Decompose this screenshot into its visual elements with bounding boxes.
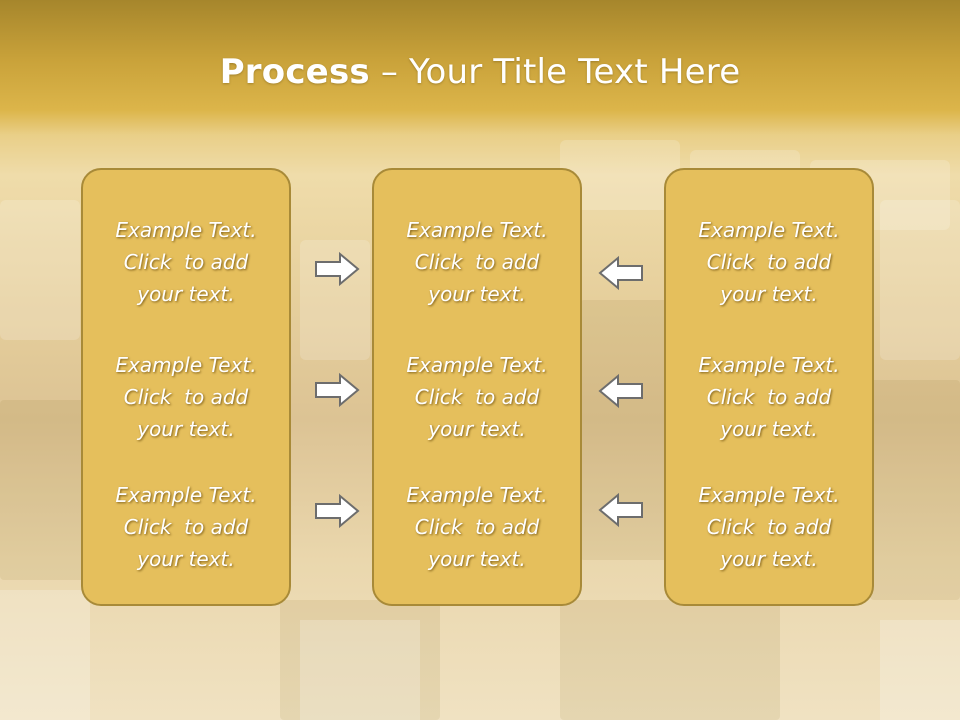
middle-column-box[interactable]: Example Text. Click to add your text. Ex… <box>372 168 582 606</box>
text-placeholder[interactable]: Example Text. Click to add your text. <box>83 214 289 310</box>
placeholder-line: your text. <box>720 547 818 571</box>
placeholder-line: Example Text. <box>406 353 548 377</box>
placeholder-line: your text. <box>137 417 235 441</box>
slide-title[interactable]: Process – Your Title Text Here <box>0 52 960 92</box>
placeholder-line: your text. <box>428 282 526 306</box>
placeholder-line: your text. <box>137 547 235 571</box>
placeholder-line: your text. <box>720 417 818 441</box>
placeholder-line: Example Text. <box>115 218 257 242</box>
placeholder-line: your text. <box>720 282 818 306</box>
placeholder-line: Example Text. <box>115 353 257 377</box>
text-placeholder[interactable]: Example Text. Click to add your text. <box>666 214 872 310</box>
placeholder-line: Click to add <box>414 250 540 274</box>
placeholder-line: Click to add <box>123 385 249 409</box>
placeholder-line: Click to add <box>123 250 249 274</box>
placeholder-line: Click to add <box>414 515 540 539</box>
left-arrow-icon[interactable] <box>598 255 644 291</box>
placeholder-line: Click to add <box>706 385 832 409</box>
left-arrow-icon[interactable] <box>598 373 644 409</box>
placeholder-line: Click to add <box>123 515 249 539</box>
text-placeholder[interactable]: Example Text. Click to add your text. <box>374 349 580 445</box>
placeholder-line: Example Text. <box>698 353 840 377</box>
text-placeholder[interactable]: Example Text. Click to add your text. <box>374 479 580 575</box>
left-column-box[interactable]: Example Text. Click to add your text. Ex… <box>81 168 291 606</box>
placeholder-line: your text. <box>137 282 235 306</box>
text-placeholder[interactable]: Example Text. Click to add your text. <box>666 479 872 575</box>
right-arrow-icon[interactable] <box>314 372 360 408</box>
text-placeholder[interactable]: Example Text. Click to add your text. <box>374 214 580 310</box>
right-arrow-icon[interactable] <box>314 493 360 529</box>
title-rest: – Your Title Text Here <box>369 52 741 92</box>
placeholder-line: Click to add <box>706 250 832 274</box>
placeholder-line: Example Text. <box>406 483 548 507</box>
placeholder-line: your text. <box>428 547 526 571</box>
left-arrow-icon[interactable] <box>598 492 644 528</box>
placeholder-line: Example Text. <box>698 483 840 507</box>
title-bold: Process <box>219 52 370 92</box>
right-column-box[interactable]: Example Text. Click to add your text. Ex… <box>664 168 874 606</box>
right-arrow-icon[interactable] <box>314 251 360 287</box>
placeholder-line: Click to add <box>706 515 832 539</box>
placeholder-line: Click to add <box>414 385 540 409</box>
placeholder-line: your text. <box>428 417 526 441</box>
placeholder-line: Example Text. <box>406 218 548 242</box>
placeholder-line: Example Text. <box>115 483 257 507</box>
text-placeholder[interactable]: Example Text. Click to add your text. <box>83 349 289 445</box>
placeholder-line: Example Text. <box>698 218 840 242</box>
text-placeholder[interactable]: Example Text. Click to add your text. <box>666 349 872 445</box>
text-placeholder[interactable]: Example Text. Click to add your text. <box>83 479 289 575</box>
